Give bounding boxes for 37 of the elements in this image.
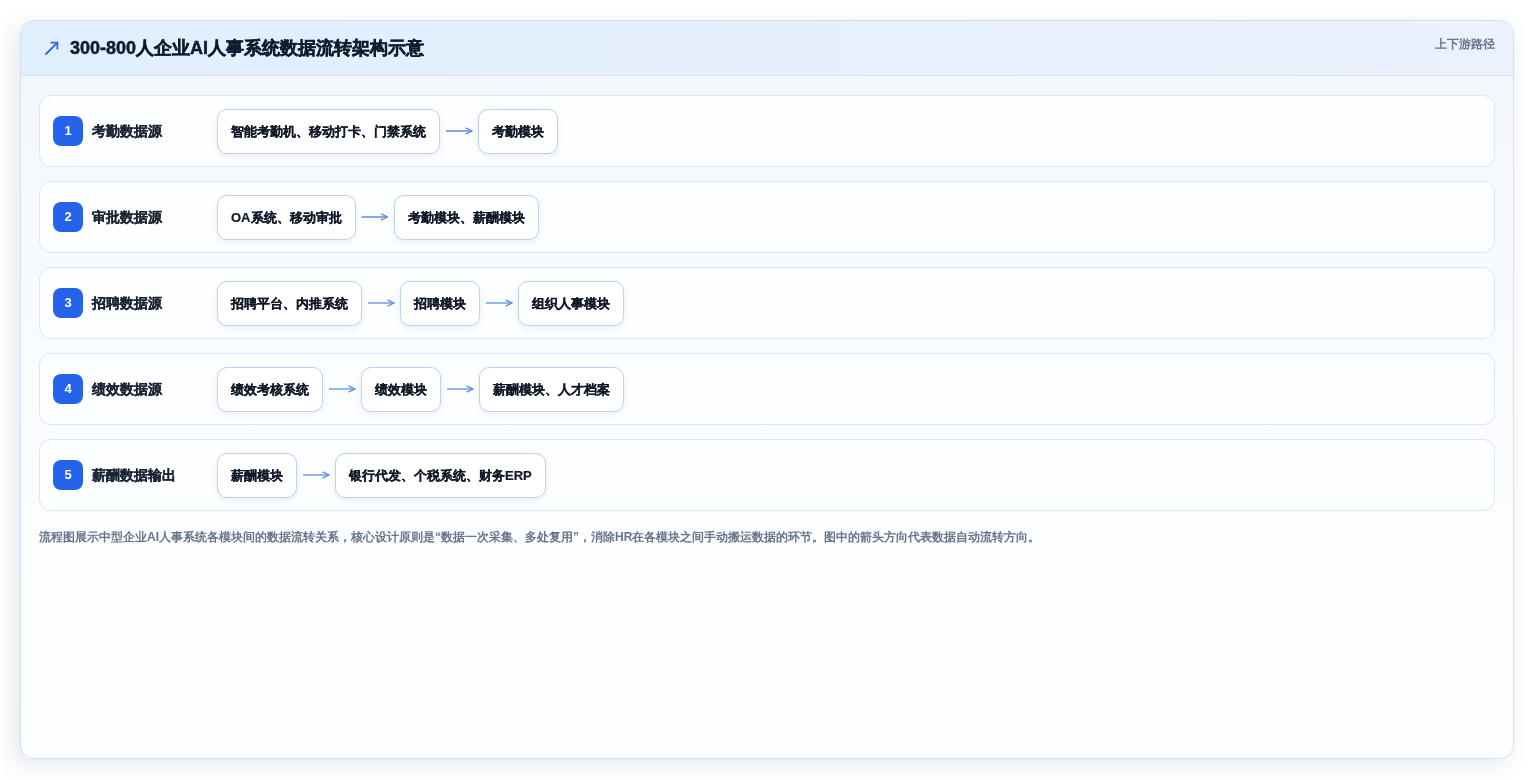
flow-box: 智能考勤机、移动打卡、门禁系统 xyxy=(217,108,440,154)
flow-box: 绩效模块 xyxy=(361,366,441,412)
diagram-title: 300-800人企业AI人事系统数据流转架构示意 xyxy=(70,37,425,60)
step-number-badge: 2 xyxy=(53,202,83,232)
row-heading: 薪酬数据输出 xyxy=(92,466,176,485)
step-number-badge: 1 xyxy=(53,116,83,146)
row-heading: 绩效数据源 xyxy=(92,380,162,399)
flow-arrow xyxy=(360,213,389,221)
flow-box: 招聘平台、内推系统 xyxy=(217,280,362,326)
flow-arrow xyxy=(302,471,330,479)
flow-box: 绩效考核系统 xyxy=(217,366,323,412)
flow-box: 考勤模块 xyxy=(478,108,558,154)
row-band xyxy=(39,181,1495,253)
flow-box: 考勤模块、薪酬模块 xyxy=(393,194,539,240)
step-number-badge: 4 xyxy=(53,374,83,404)
flow-arrow xyxy=(445,127,473,135)
flow-box: 薪酬模块、人才档案 xyxy=(479,366,624,412)
flow-box: 组织人事模块 xyxy=(518,280,624,326)
step-number-badge: 5 xyxy=(53,460,83,490)
flow-box: 薪酬模块 xyxy=(217,452,297,498)
flow-box: 招聘模块 xyxy=(400,280,480,326)
step-number-badge: 3 xyxy=(53,288,83,318)
flow-arrow xyxy=(485,299,513,307)
row-band xyxy=(39,439,1495,511)
flow-box: OA系统、移动审批 xyxy=(217,194,356,240)
flow-arrow xyxy=(446,385,474,393)
row-heading: 招聘数据源 xyxy=(92,294,162,313)
row-heading: 考勤数据源 xyxy=(92,122,162,141)
path-note: 上下游路径 xyxy=(1435,36,1495,53)
caption-note: 流程图展示中型企业AI人事系统各模块间的数据流转关系，核心设计原则是“数据一次采集、多处复用”，消除HR在各模块之间手动搬运数据的环节。图中的箭头方向代表数据自动流转方向。 xyxy=(39,529,1041,546)
flow-arrow xyxy=(328,385,356,393)
row-band xyxy=(39,95,1495,167)
row-band xyxy=(39,267,1495,339)
row-heading: 审批数据源 xyxy=(92,208,162,227)
flow-box: 银行代发、个税系统、财务ERP xyxy=(335,452,546,498)
row-band xyxy=(39,353,1495,425)
flow-arrow xyxy=(367,299,395,307)
